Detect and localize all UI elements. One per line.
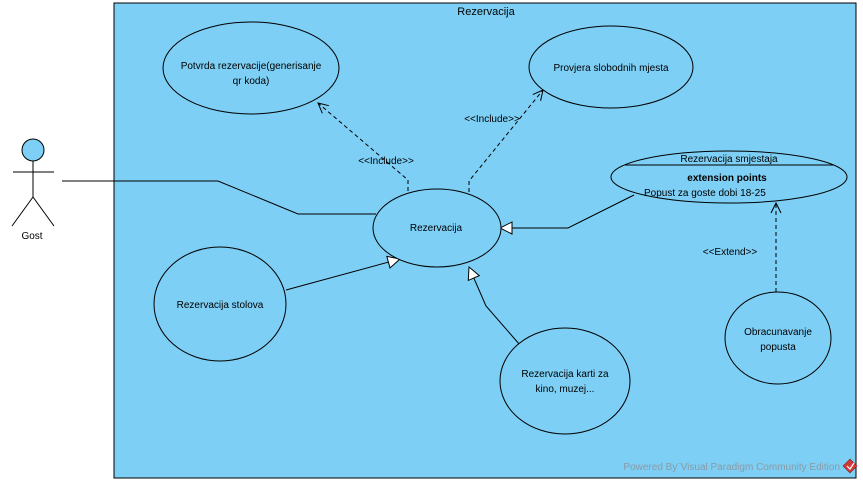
generalization-karti xyxy=(469,267,521,346)
usecase-potvrda-label-2: qr koda) xyxy=(233,76,270,87)
include-provjera-connector xyxy=(468,90,543,192)
actor-leg-right xyxy=(32,196,55,227)
usecase-stolova-label: Rezervacija stolova xyxy=(177,300,264,311)
include-potvrda-connector xyxy=(318,103,409,191)
include-provjera-label: <<Include>> xyxy=(464,114,520,125)
usecase-karti-label-1: Rezervacija karti za xyxy=(521,369,609,380)
generalization-smjestaj xyxy=(500,194,635,228)
usecase-rezervacija-smjestaja[interactable]: Rezervacija smjestaja extension points P… xyxy=(610,150,848,204)
usecase-obracunavanje-shape xyxy=(724,291,832,385)
association-gost-rezervacija xyxy=(62,180,376,215)
usecase-rezervacija-shape xyxy=(372,188,502,268)
usecase-obracunavanje-popusta[interactable]: Obracunavanje popusta xyxy=(724,291,832,385)
usecase-rezervacija-label: Rezervacija xyxy=(410,223,463,234)
usecase-karti-shape xyxy=(499,327,631,435)
usecase-provjera-label: Provjera slobodnih mjesta xyxy=(553,63,668,74)
visual-paradigm-logo-icon xyxy=(842,458,858,474)
usecase-smjestaja-shape xyxy=(610,150,848,204)
actor-gost[interactable]: Gost xyxy=(11,138,55,242)
generalization-stolova xyxy=(285,259,400,291)
usecase-smjestaja-title: Rezervacija smjestaja xyxy=(680,154,778,165)
actor-name: Gost xyxy=(21,231,42,242)
usecase-provjera-slobodnih-mjesta[interactable]: Provjera slobodnih mjesta xyxy=(528,25,694,109)
extend-label: <<Extend>> xyxy=(703,247,758,258)
usecase-karti-label-2: kino, muzej... xyxy=(536,384,595,395)
usecase-obracunavanje-label-2: popusta xyxy=(760,342,796,353)
usecase-provjera-shape xyxy=(528,25,694,109)
system-title: Rezervacija xyxy=(457,6,515,18)
usecase-rezervacija[interactable]: Rezervacija xyxy=(372,188,502,268)
actor-leg-left xyxy=(11,196,34,227)
usecase-smjestaja-ext-header: extension points xyxy=(687,173,767,184)
usecase-potvrda-rezervacije[interactable]: Potvrda rezervacije(generisanje qr koda) xyxy=(162,21,340,115)
watermark-text: Powered By¨Visual Paradigm Community Edi… xyxy=(623,462,840,473)
usecase-potvrda-label-1: Potvrda rezervacije(generisanje xyxy=(181,61,322,72)
usecase-stolova-shape xyxy=(153,246,287,362)
usecase-potvrda-shape xyxy=(162,21,340,115)
include-potvrda-label: <<Include>> xyxy=(358,156,414,167)
actor-head xyxy=(21,138,45,162)
usecase-smjestaja-ext-point: Popust za goste dobi 18-25 xyxy=(644,188,766,199)
usecase-obracunavanje-label-1: Obracunavanje xyxy=(744,327,812,338)
usecase-rezervacija-stolova[interactable]: Rezervacija stolova xyxy=(153,246,287,362)
usecase-rezervacija-karti[interactable]: Rezervacija karti za kino, muzej... xyxy=(499,327,631,435)
